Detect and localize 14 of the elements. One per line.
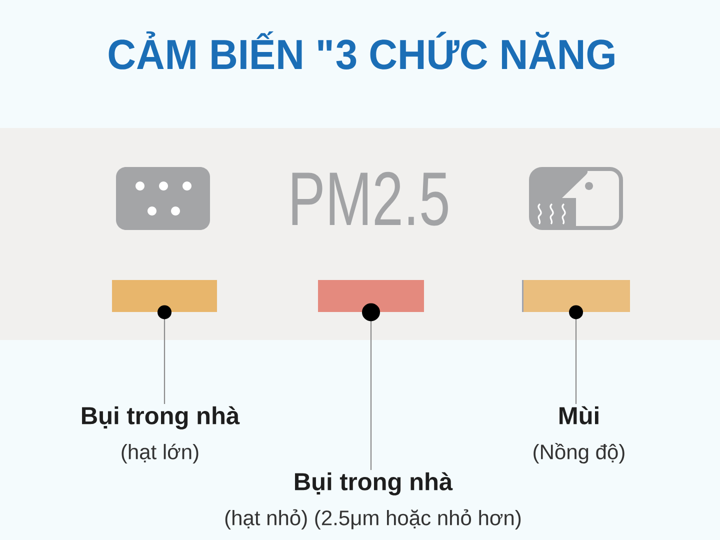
color-bar — [318, 280, 424, 312]
caption-note: (Nồng độ) — [534, 443, 624, 464]
caption-heading: Bụi trong nhà — [82, 406, 240, 430]
sensor-label: PM2.5 — [292, 172, 448, 226]
color-bar — [112, 280, 217, 312]
caption-heading: Bụi trong nhà — [295, 472, 453, 496]
leader-line — [158, 305, 172, 404]
caption-heading: Mùi — [560, 406, 598, 424]
leader-line — [362, 303, 380, 470]
caption-note: (hạt nhỏ) (2.5μm hoặc nhỏ hơn) — [225, 509, 521, 530]
leader-line — [569, 305, 583, 404]
title: CẢM BIẾN "3 CHỨC NĂNG — [108, 31, 614, 70]
caption-note: (hạt lớn) — [122, 444, 198, 464]
color-bar — [522, 280, 630, 312]
